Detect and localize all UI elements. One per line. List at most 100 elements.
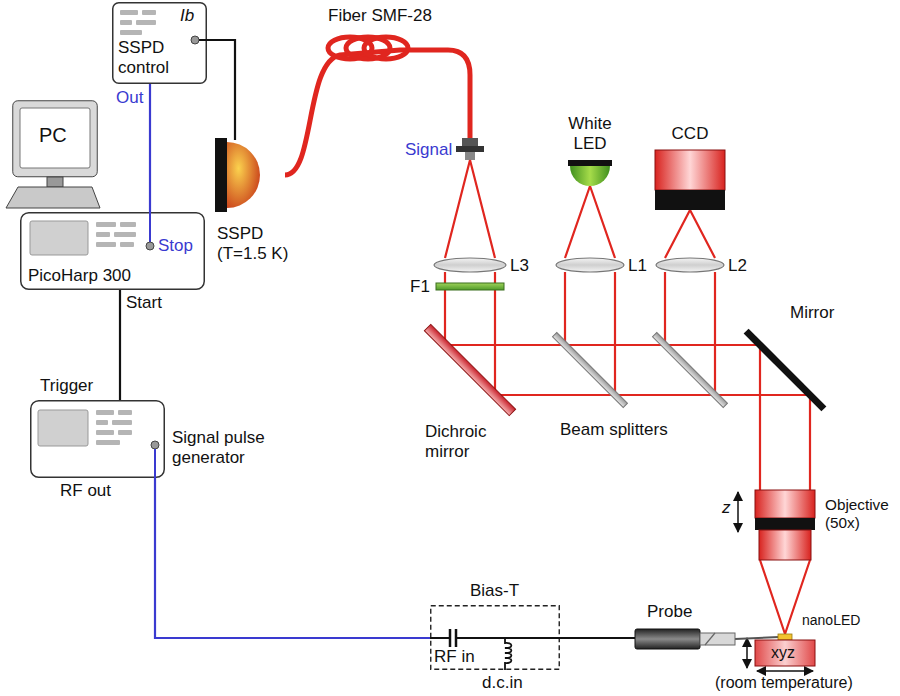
node-label: SSPD control <box>118 38 190 77</box>
panel-mark <box>120 222 136 227</box>
stage-arrow <box>757 670 813 672</box>
objective-band <box>755 518 815 530</box>
objective-lens: Objective (50x) <box>755 490 815 560</box>
inductor-symbol <box>505 638 511 670</box>
node-label: CCD <box>655 124 725 144</box>
node-sublabel: (room temperature) <box>715 674 853 692</box>
panel-mark <box>112 420 132 425</box>
panel-mark <box>96 440 120 445</box>
bias-terminal <box>191 36 199 44</box>
detector-mount <box>215 138 227 212</box>
beam <box>445 160 495 258</box>
lens <box>656 258 724 272</box>
capacitor-plate <box>449 629 452 647</box>
sample-stage: xyz(room temperature) <box>755 640 815 666</box>
display <box>30 221 88 255</box>
camera-shape <box>655 150 725 210</box>
bias-tee: Bias-TRF ind.c.in <box>430 605 560 670</box>
lens <box>434 258 506 272</box>
node-label: Objective (50x) <box>825 496 893 531</box>
coupler-tip <box>465 152 475 160</box>
panel-mark <box>96 222 116 227</box>
probe-body <box>635 629 700 649</box>
node-sublabel: Signal pulse generator <box>172 428 280 467</box>
detector-shape <box>215 140 285 210</box>
detector: SSPD (T=1.5 K) <box>215 140 285 210</box>
node-sublabel: Start <box>126 293 162 313</box>
panel-mark <box>96 242 116 247</box>
probe-detail <box>705 633 715 645</box>
signal-cable <box>207 40 235 140</box>
nanoled-chip <box>778 634 792 640</box>
signal-cable <box>119 290 121 400</box>
led-base <box>568 160 612 166</box>
stop-terminal <box>146 242 154 250</box>
node-sublabel: d.c.in <box>482 673 523 693</box>
beam <box>665 272 715 395</box>
detector-dome <box>227 142 260 208</box>
node-sublabel: RF in <box>434 647 475 667</box>
part-name: Mirror <box>790 303 834 323</box>
lenses <box>434 258 724 272</box>
signal-cable <box>149 84 151 212</box>
filter <box>436 283 504 290</box>
panel-mark <box>118 430 132 435</box>
part-name: nanoLED <box>802 612 860 628</box>
node-sublabel: RF out <box>60 481 111 501</box>
axis-name: z <box>722 498 731 518</box>
panel-mark <box>96 410 114 415</box>
rf-terminal <box>151 441 159 449</box>
node-label: Probe <box>647 602 692 622</box>
wire <box>149 212 151 242</box>
rf-probe-shape <box>635 628 735 650</box>
led-dome <box>570 166 610 186</box>
pc-monitor-shape <box>12 100 98 210</box>
node-label: xyz <box>771 644 795 662</box>
wire <box>154 449 156 478</box>
part-name: Fiber SMF-28 <box>328 6 432 26</box>
panel-mark <box>136 20 156 25</box>
node-sublabel: Out <box>116 88 143 108</box>
display <box>38 410 88 446</box>
panel-mark <box>96 420 108 425</box>
beam <box>565 186 615 258</box>
probe-arm <box>700 633 735 645</box>
instrument-box: TriggerSignal pulse generatorRF out <box>30 400 165 478</box>
part-name: L2 <box>728 256 747 276</box>
node-label: Bias-T <box>470 581 519 601</box>
fiber-path <box>285 50 470 175</box>
part-name: Beam splitters <box>560 420 668 440</box>
fiber-coupler <box>456 138 484 160</box>
panel-mark <box>120 10 138 15</box>
wire <box>199 39 207 41</box>
light-source: White LED <box>565 160 615 190</box>
signal-cable <box>560 637 635 639</box>
fiber-coil <box>364 37 408 59</box>
keyboard <box>6 187 100 208</box>
stage-arrow <box>746 638 748 668</box>
fiber <box>285 37 470 175</box>
wire <box>456 637 560 639</box>
instrument-outline <box>21 213 205 290</box>
instrument-outline <box>31 401 165 478</box>
panel-mark <box>142 10 156 15</box>
instrument-box: PicoHarp 300StopStart <box>20 212 205 290</box>
coupler-plate <box>456 146 484 152</box>
part-name: F1 <box>410 277 430 297</box>
camera-sensor <box>655 190 725 210</box>
controller-box: SSPD controlIbOut <box>112 2 207 84</box>
stage-body <box>755 640 815 666</box>
panel-mark <box>120 20 132 25</box>
panel-mark <box>96 430 114 435</box>
pc-monitor: PC <box>12 100 98 210</box>
objective-upper <box>755 490 815 518</box>
panel-mark <box>114 232 136 237</box>
monitor-frame <box>13 101 98 177</box>
node-label: PicoHarp 300 <box>28 266 131 286</box>
part-name: L1 <box>628 256 647 276</box>
probe-needle <box>735 637 779 639</box>
panel-mark <box>118 410 132 415</box>
dichroic-mirror <box>424 324 515 415</box>
